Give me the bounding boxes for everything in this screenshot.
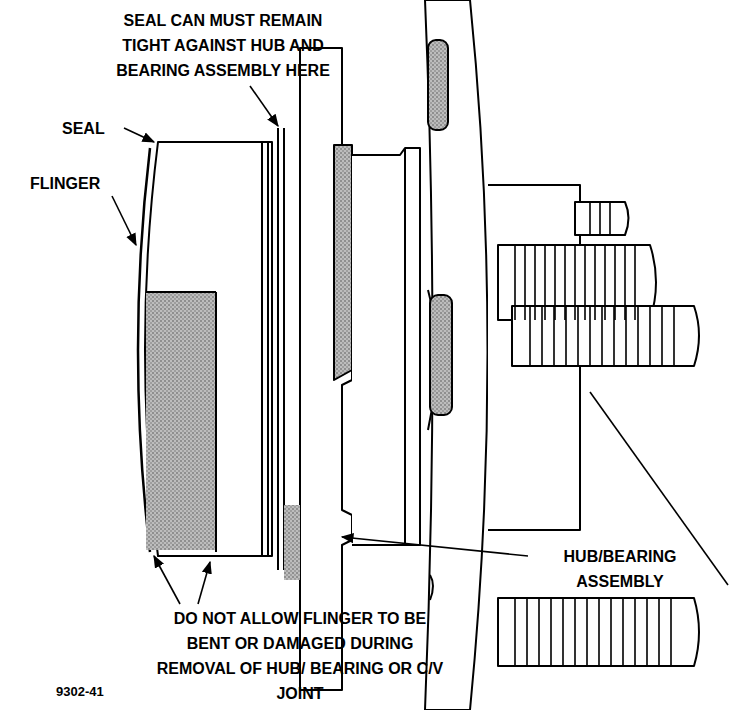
note-label: DO NOT ALLOW FLINGER TO BE BENT OR DAMAG…	[152, 606, 448, 706]
figure-number: 9302-41	[56, 679, 146, 704]
part-label: FLINGER	[30, 171, 125, 196]
part-label: HUB/BEARING ASSEMBLY	[534, 544, 706, 594]
part-label: SEAL	[62, 116, 126, 141]
note-label: SEAL CAN MUST REMAIN TIGHT AGAINST HUB A…	[98, 8, 348, 83]
